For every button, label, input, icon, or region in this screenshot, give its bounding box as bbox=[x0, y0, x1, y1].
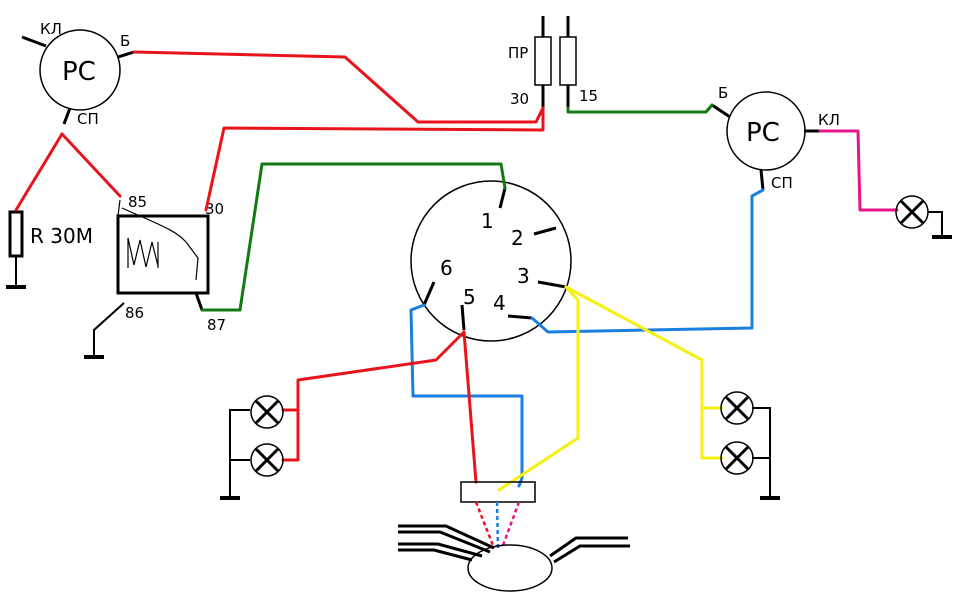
relay-left-sp-label: СП bbox=[77, 110, 99, 128]
harness-left-wire-4 bbox=[398, 548, 473, 562]
fuse-pr-label: ПР bbox=[508, 44, 528, 62]
switch-pin4-contact bbox=[507, 314, 533, 320]
lamp-icon bbox=[720, 391, 754, 425]
left-lamps bbox=[220, 395, 284, 500]
switch-pin2-label: 2 bbox=[511, 226, 524, 250]
resistor-body bbox=[8, 210, 24, 258]
harness-left-wire-3 bbox=[398, 542, 483, 558]
right-lamps bbox=[720, 391, 780, 500]
left-lamps-ground-lead bbox=[229, 409, 250, 498]
wire-red-30 bbox=[204, 106, 545, 212]
harness-bundle bbox=[398, 524, 630, 592]
indicator-lamp bbox=[895, 195, 952, 239]
switch-pin1-contact bbox=[498, 187, 507, 209]
resistor-label: R 30M bbox=[30, 224, 93, 248]
wires bbox=[14, 50, 899, 492]
relay-contact-icon bbox=[185, 241, 199, 281]
relay-left-body bbox=[39, 29, 121, 111]
lamp-icon bbox=[895, 195, 929, 229]
wire-green-87 bbox=[200, 162, 507, 312]
lamp-icon bbox=[250, 443, 284, 477]
relay-left-kl-lead bbox=[21, 35, 47, 48]
switch-pin5-label: 5 bbox=[463, 285, 476, 309]
relay-right-kl-label: КЛ bbox=[818, 111, 840, 129]
wire-blue-sp bbox=[530, 188, 765, 334]
relay-left-label: РС bbox=[62, 57, 96, 87]
relay-left-kl-label: КЛ bbox=[40, 20, 62, 38]
wire-red-sp-85 bbox=[60, 132, 122, 198]
wire-magenta-lamp bbox=[818, 129, 899, 212]
switch-pin6-label: 6 bbox=[440, 256, 453, 280]
harness-magenta bbox=[500, 501, 521, 549]
harness-red bbox=[474, 501, 496, 549]
relay-left: РС КЛ Б СП bbox=[21, 20, 135, 128]
relay-right-sp-lead bbox=[759, 169, 765, 191]
relay-left-b-lead bbox=[117, 50, 135, 59]
wire-blue-6 bbox=[409, 303, 524, 488]
relay-left-b-label: Б bbox=[120, 32, 130, 50]
switch-pin4-label: 4 bbox=[493, 291, 506, 315]
relay-box-pin85-label: 85 bbox=[128, 193, 147, 211]
switch-pin5-contact bbox=[460, 304, 466, 331]
harness-left-wire-1 bbox=[398, 524, 495, 550]
relay-right: РС Б КЛ СП bbox=[711, 84, 840, 192]
relay-right-b-lead bbox=[711, 103, 731, 119]
switch-pin2-contact bbox=[533, 226, 557, 236]
relay-box-pin87-label: 87 bbox=[207, 316, 226, 334]
relay-right-b-label: Б bbox=[718, 84, 728, 102]
connector bbox=[460, 481, 536, 549]
relay-box-body bbox=[116, 214, 210, 295]
lamp-icon bbox=[250, 395, 284, 429]
wire-green-15 bbox=[566, 103, 714, 114]
harness-right-wire-1 bbox=[549, 536, 628, 558]
relay-box-wire bbox=[117, 199, 187, 243]
indicator-ground-lead bbox=[928, 211, 943, 236]
switch-pin6-contact bbox=[422, 281, 436, 306]
harness-bundle-body bbox=[467, 544, 553, 592]
relay-coil-icon bbox=[127, 237, 159, 268]
relay-box-ground-lead bbox=[93, 302, 125, 356]
switch-pin1-label: 1 bbox=[481, 209, 494, 233]
lamp-icon bbox=[720, 441, 754, 475]
wire-yellow-3-lamps bbox=[564, 285, 724, 460]
wire-red-5-connector bbox=[462, 330, 478, 484]
harness-blue bbox=[495, 501, 500, 549]
relay-box: 85 30 86 87 bbox=[84, 193, 226, 359]
relay-box-87-lead bbox=[194, 292, 204, 311]
relay-left-sp-lead bbox=[62, 107, 72, 125]
wire-red-sp-resistor bbox=[14, 132, 64, 212]
harness-left-wire-2 bbox=[398, 530, 491, 554]
switch-pin3-contact bbox=[537, 280, 567, 289]
connector-body bbox=[460, 481, 536, 503]
fuse-right-body bbox=[559, 36, 577, 86]
harness-right-wire-2 bbox=[553, 544, 630, 564]
wire-red-battery bbox=[132, 50, 545, 124]
fuse-block: ПР 30 15 bbox=[508, 16, 598, 108]
right-lamps-ground-lead bbox=[752, 407, 771, 498]
fuse-pin30-label: 30 bbox=[510, 90, 529, 108]
wire-yellow-3-connector bbox=[497, 285, 580, 492]
relay-box-pin30-label: 30 bbox=[205, 200, 224, 218]
fuse-left-body bbox=[534, 36, 552, 86]
fuse-pin15-label: 15 bbox=[579, 87, 598, 105]
resistor: R 30M bbox=[6, 210, 93, 289]
switch-pin3-label: 3 bbox=[517, 264, 530, 288]
relay-right-sp-label: СП bbox=[771, 174, 793, 192]
relay-right-label: РС bbox=[746, 118, 780, 148]
wire-red-5 bbox=[281, 330, 466, 462]
relay-box-pin86-label: 86 bbox=[125, 304, 144, 322]
rotary-switch: 1 2 3 4 5 6 bbox=[410, 180, 572, 342]
switch-body bbox=[410, 180, 572, 342]
